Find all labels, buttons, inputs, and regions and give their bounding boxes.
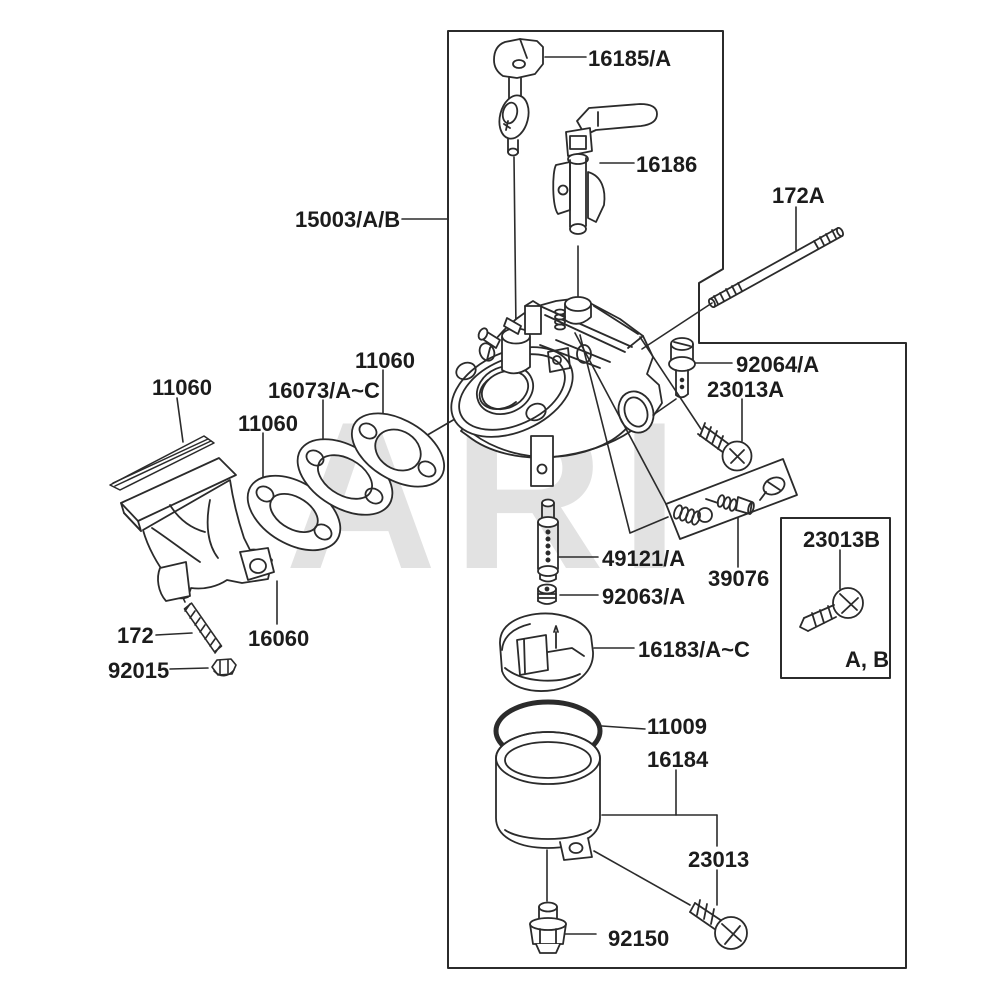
label-92150: 92150 [608, 926, 669, 951]
pilot-jet-part [537, 583, 557, 605]
choke-knob-part [493, 38, 544, 157]
choke-lever-part [552, 103, 658, 235]
label-11060-2: 11060 [238, 411, 298, 436]
leader-lines [151, 56, 841, 935]
part-labels: 16185/A 16186 172A 15003/A/B 92064/A 230… [108, 46, 889, 951]
main-jet-part [537, 498, 559, 583]
fuel-bowl-part [495, 731, 601, 861]
nut-92015-part [211, 658, 237, 677]
label-11060-1: 11060 [152, 375, 212, 400]
label-16183: 16183/A~C [638, 637, 750, 662]
label-16060: 16060 [248, 626, 309, 651]
insulator-part [120, 457, 275, 602]
screw-option-box [780, 517, 891, 679]
axis-lines-over [574, 302, 713, 534]
stud-172a-part [708, 226, 844, 309]
gasket-11060c-part [350, 412, 446, 488]
float-part [499, 612, 594, 692]
label-ab: A, B [845, 647, 889, 672]
carburetor-body-part [450, 296, 663, 487]
bolt-92064-part [668, 337, 696, 399]
label-11060-3: 11060 [355, 348, 415, 373]
label-16073: 16073/A~C [268, 378, 380, 403]
label-16184: 16184 [647, 747, 709, 772]
label-172a: 172A [772, 183, 825, 208]
label-92064: 92064/A [736, 352, 819, 377]
stud-172-part [183, 602, 223, 654]
label-15003: 15003/A/B [295, 207, 400, 232]
label-49121: 49121/A [602, 546, 685, 571]
label-23013a: 23013A [707, 377, 784, 402]
screw-kit-39076-part [665, 458, 798, 540]
screw-23013a-part [697, 422, 753, 472]
label-23013b: 23013B [803, 527, 880, 552]
label-39076: 39076 [708, 566, 769, 591]
label-23013: 23013 [688, 847, 749, 872]
label-172: 172 [117, 623, 154, 648]
label-92063: 92063/A [602, 584, 685, 609]
label-11009: 11009 [647, 714, 707, 739]
label-92015: 92015 [108, 658, 169, 683]
bowl-screw-part [689, 899, 748, 950]
drain-screw-part [529, 901, 567, 954]
label-16185: 16185/A [588, 46, 671, 71]
screw-23013b-part [799, 587, 864, 632]
assembly-boundary-box [447, 30, 907, 969]
label-16186: 16186 [636, 152, 697, 177]
